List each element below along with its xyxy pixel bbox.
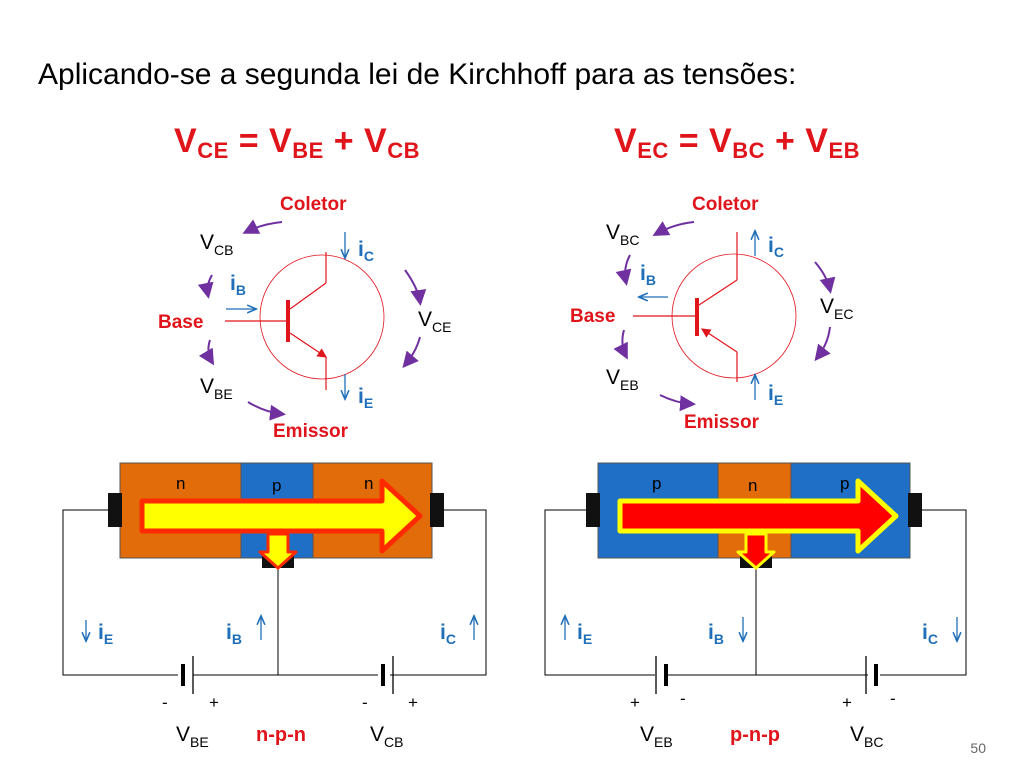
- equation-pnp: VEC = VBC + VEB: [614, 122, 860, 163]
- npn-vbe-arrow: [198, 339, 215, 366]
- pnp-wire-right: [880, 509, 967, 676]
- pnp-type-label: p-n-p: [730, 724, 780, 746]
- pnp-circuit-ib-label: iB: [708, 621, 724, 647]
- pnp-ic-label: iC: [768, 234, 784, 260]
- page-number: 50: [970, 740, 986, 756]
- pnp-base-label: Base: [570, 306, 615, 327]
- pnp-vec-arrow: [814, 261, 836, 294]
- pnp-emitter-arrow: [700, 328, 738, 353]
- npn-vcb-arrow: [242, 219, 283, 234]
- npn-ie-label: iE: [358, 385, 373, 411]
- pnp-contact-right: [908, 493, 922, 527]
- npn-type-label: n-p-n: [256, 724, 306, 746]
- npn-symbol-circle: [259, 254, 385, 380]
- pnp-layer-2: n: [748, 476, 757, 495]
- npn-collector-lead: [289, 282, 327, 310]
- npn-vbe-minus: -: [162, 693, 168, 712]
- pnp-layer-3: p: [840, 474, 849, 493]
- pnp-circuit-ie-label: iE: [577, 621, 592, 647]
- npn-vcb-minus: -: [362, 693, 368, 712]
- pnp-symbol: Coletor Base Emissor VBC VEC VEB iC iB i…: [570, 194, 853, 433]
- pnp-emitter-label: Emissor: [684, 412, 760, 433]
- pnp-veb-arrow: [613, 329, 628, 360]
- pnp-veb-plus: +: [630, 693, 640, 712]
- pnp-vbc-arrow: [652, 221, 695, 236]
- pnp-wire-left: [544, 509, 655, 676]
- npn-circuit-vcb-label: VCB: [370, 723, 403, 750]
- npn-collector-label: Coletor: [280, 194, 347, 215]
- npn-layer-3: n: [364, 474, 373, 493]
- pnp-vec-label: VEC: [820, 295, 853, 322]
- npn-vcb-label: VCB: [200, 231, 233, 258]
- pnp-circuit-ic-label: iC: [922, 621, 938, 647]
- npn-ib-label: iB: [230, 272, 246, 298]
- pnp-veb-label: VEB: [606, 366, 639, 393]
- npn-emitter-label: Emissor: [273, 421, 349, 442]
- npn-emitter-arrow: [289, 332, 327, 358]
- npn-vbe-label: VBE: [200, 375, 233, 402]
- npn-circuit: n p n iE iB iC - + - + VBE n-p-n VCB: [62, 462, 487, 750]
- npn-vcb-plus: +: [408, 693, 418, 712]
- npn-vbe-plus: +: [209, 693, 219, 712]
- npn-base-flow-arrow: [258, 532, 298, 570]
- equation-npn: VCE = VBE + VCB: [174, 122, 420, 163]
- pnp-layer-1: p: [652, 474, 661, 493]
- pnp-circuit-vbc-label: VBC: [850, 723, 883, 750]
- npn-contact-right: [430, 493, 444, 527]
- npn-circuit-ic-label: iC: [440, 621, 456, 647]
- pnp-circuit-veb-label: VEB: [640, 723, 673, 750]
- pnp-current-flow-arrow: [617, 478, 899, 554]
- pnp-base-flow-arrow: [736, 532, 776, 570]
- pnp-circuit: p n p iE iB iC + - + - VEB p-n-p VBC: [544, 462, 967, 750]
- npn-wire-right: [390, 509, 487, 676]
- pnp-collector-lead: [698, 279, 738, 306]
- npn-layer-2: p: [272, 476, 281, 495]
- pnp-veb-minus: -: [680, 689, 686, 708]
- npn-vce-label: VCE: [418, 308, 451, 335]
- npn-symbol: Coletor Base Emissor VCB VCE VBE iC iB i…: [158, 194, 451, 442]
- pnp-ie-label: iE: [768, 382, 783, 408]
- npn-current-flow-arrow: [139, 478, 423, 554]
- npn-layer-1: n: [176, 474, 185, 493]
- npn-contact-left: [108, 493, 122, 527]
- npn-base-label: Base: [158, 312, 203, 333]
- npn-wire-left: [62, 509, 178, 676]
- slide-title: Aplicando-se a segunda lei de Kirchhoff …: [38, 58, 797, 91]
- pnp-collector-label: Coletor: [692, 194, 759, 215]
- npn-circuit-ie-label: iE: [98, 621, 113, 647]
- pnp-vbc-plus: +: [842, 693, 852, 712]
- npn-ic-label: iC: [358, 238, 374, 264]
- pnp-contact-left: [586, 493, 600, 527]
- npn-circuit-vbe-label: VBE: [176, 723, 209, 750]
- npn-vce-arrow: [404, 269, 427, 306]
- npn-circuit-ib-label: iB: [226, 621, 242, 647]
- pnp-vbc-label: VBC: [606, 221, 639, 248]
- pnp-vbc-minus: -: [890, 689, 896, 708]
- pnp-ib-label: iB: [640, 262, 656, 288]
